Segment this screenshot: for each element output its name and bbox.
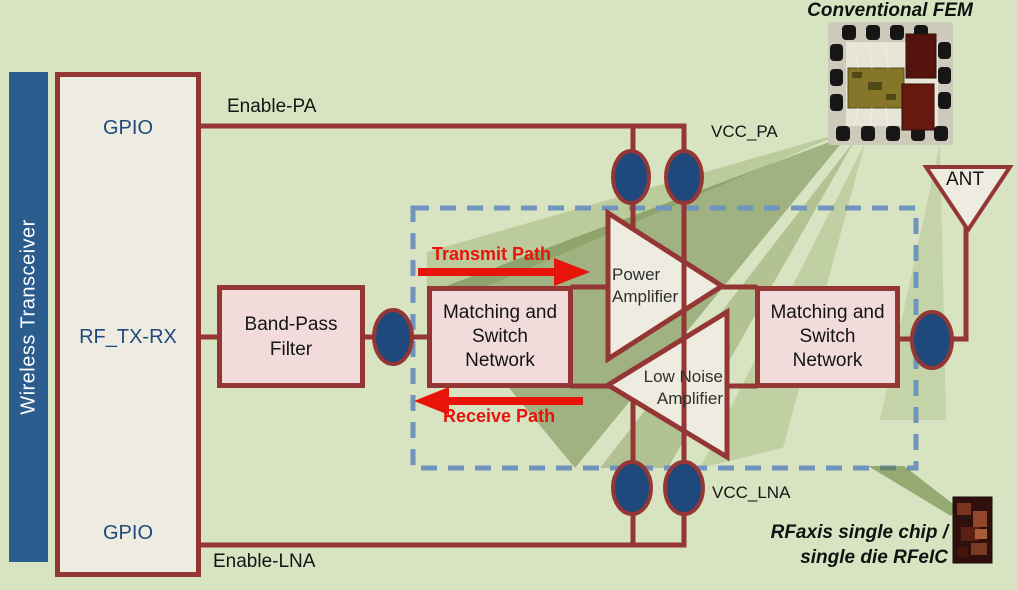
vcc-lna-cap-2 (663, 460, 705, 516)
wireless-transceiver-bar: Wireless Transceiver (9, 72, 48, 562)
vcc-pa-cap-2 (664, 149, 704, 205)
matching-switch-network-right-box: Matching and Switch Network (755, 286, 900, 388)
enable-pa-lna-rail (193, 123, 687, 548)
transceiver-io-box: GPIO RF_TX-RX GPIO (55, 72, 201, 577)
enable-lna-label: Enable-LNA (213, 551, 316, 572)
antenna-label: ANT (946, 169, 984, 190)
power-amplifier-label: Power Amplifier (612, 265, 679, 306)
receive-arrow-icon (414, 387, 583, 415)
vcc-lna-cap-1 (611, 460, 653, 516)
antenna-icon (922, 165, 1014, 234)
rf-coupling-cap (372, 308, 414, 366)
matching-switch-network-left-box: Matching and Switch Network (427, 286, 573, 388)
conventional-fem-chip-photo (828, 22, 953, 145)
vcc-lna-label: VCC_LNA (712, 483, 791, 502)
receive-path-label: Receive Path (443, 406, 556, 426)
transmit-arrow-icon (418, 258, 590, 286)
rfeic-chip-photo (952, 496, 993, 564)
rfaxis-title: RFaxis single chip / single die RFeIC (770, 522, 948, 568)
vcc-pa-label: VCC_PA (711, 122, 778, 141)
transmit-path-label: Transmit Path (432, 244, 552, 264)
port-gpio-bottom: GPIO (102, 522, 153, 544)
band-pass-filter-box: Band-Pass Filter (217, 285, 365, 388)
beam-to-rfeic-chip (868, 466, 957, 516)
pa-triangle (605, 208, 727, 364)
conventional-fem-title: Conventional FEM (807, 0, 973, 21)
wireless-transceiver-label: Wireless Transceiver (17, 219, 39, 415)
port-rf-tx-rx: RF_TX-RX (79, 326, 177, 348)
supply-capacitors (372, 149, 954, 516)
lna-triangle (603, 307, 730, 462)
port-gpio-top: GPIO (102, 117, 153, 139)
enable-pa-label: Enable-PA (227, 96, 317, 117)
vcc-pa-cap-1 (611, 149, 651, 205)
low-noise-amplifier-label: Low Noise Amplifier (643, 367, 723, 408)
ant-coupling-cap (910, 310, 954, 370)
